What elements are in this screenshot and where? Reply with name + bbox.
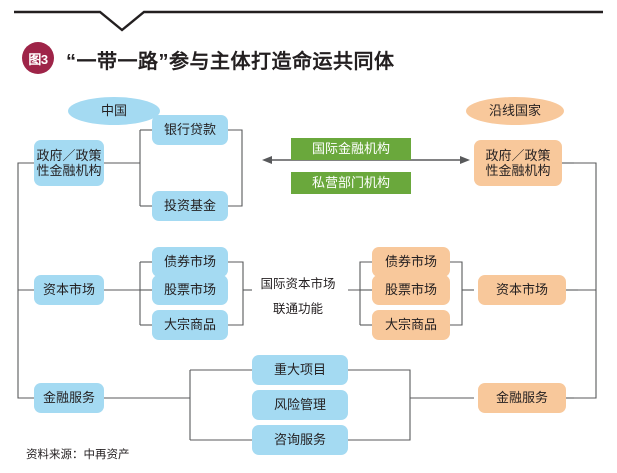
center-node-major-projects[interactable]: 重大项目	[252, 355, 348, 385]
left-node-government[interactable]: 政府／政策 性金融机构	[34, 140, 104, 186]
right-node-stock-market[interactable]: 股票市场	[372, 275, 450, 305]
left-node-stock-market[interactable]: 股票市场	[152, 275, 228, 305]
left-node-bond-market[interactable]: 债券市场	[152, 247, 228, 277]
right-node-capital-market[interactable]: 资本市场	[478, 275, 566, 305]
right-node-financial-services[interactable]: 金融服务	[478, 383, 566, 413]
center-label-capital-link-line1: 国际资本市场	[260, 277, 336, 292]
left-node-commodities[interactable]: 大宗商品	[152, 310, 228, 340]
center-node-international-financial-institutions[interactable]: 国际金融机构	[291, 138, 411, 160]
right-node-commodities[interactable]: 大宗商品	[372, 310, 450, 340]
top-rule-decoration	[14, 10, 603, 32]
figure-number-badge: 图3	[22, 42, 54, 74]
group-label-route-countries: 沿线国家	[466, 97, 564, 125]
center-label-capital-link-line2: 联通功能	[272, 302, 323, 317]
right-node-bond-market[interactable]: 债券市场	[372, 247, 450, 277]
source-note: 资料来源：中再资产	[26, 449, 130, 461]
group-label-china: 中国	[68, 97, 160, 125]
center-node-private-sector-institutions[interactable]: 私营部门机构	[291, 172, 411, 194]
left-node-investment-fund[interactable]: 投资基金	[152, 191, 228, 221]
right-node-government[interactable]: 政府／政策 性金融机构	[474, 140, 562, 186]
left-node-capital-market[interactable]: 资本市场	[34, 275, 104, 305]
center-node-consulting-services[interactable]: 咨询服务	[252, 425, 348, 455]
center-node-risk-management[interactable]: 风险管理	[252, 390, 348, 420]
left-node-bank-loans[interactable]: 银行贷款	[152, 115, 228, 145]
figure-title: “一带一路”参与主体打造命运共同体	[66, 50, 395, 73]
left-node-financial-services[interactable]: 金融服务	[34, 383, 104, 413]
